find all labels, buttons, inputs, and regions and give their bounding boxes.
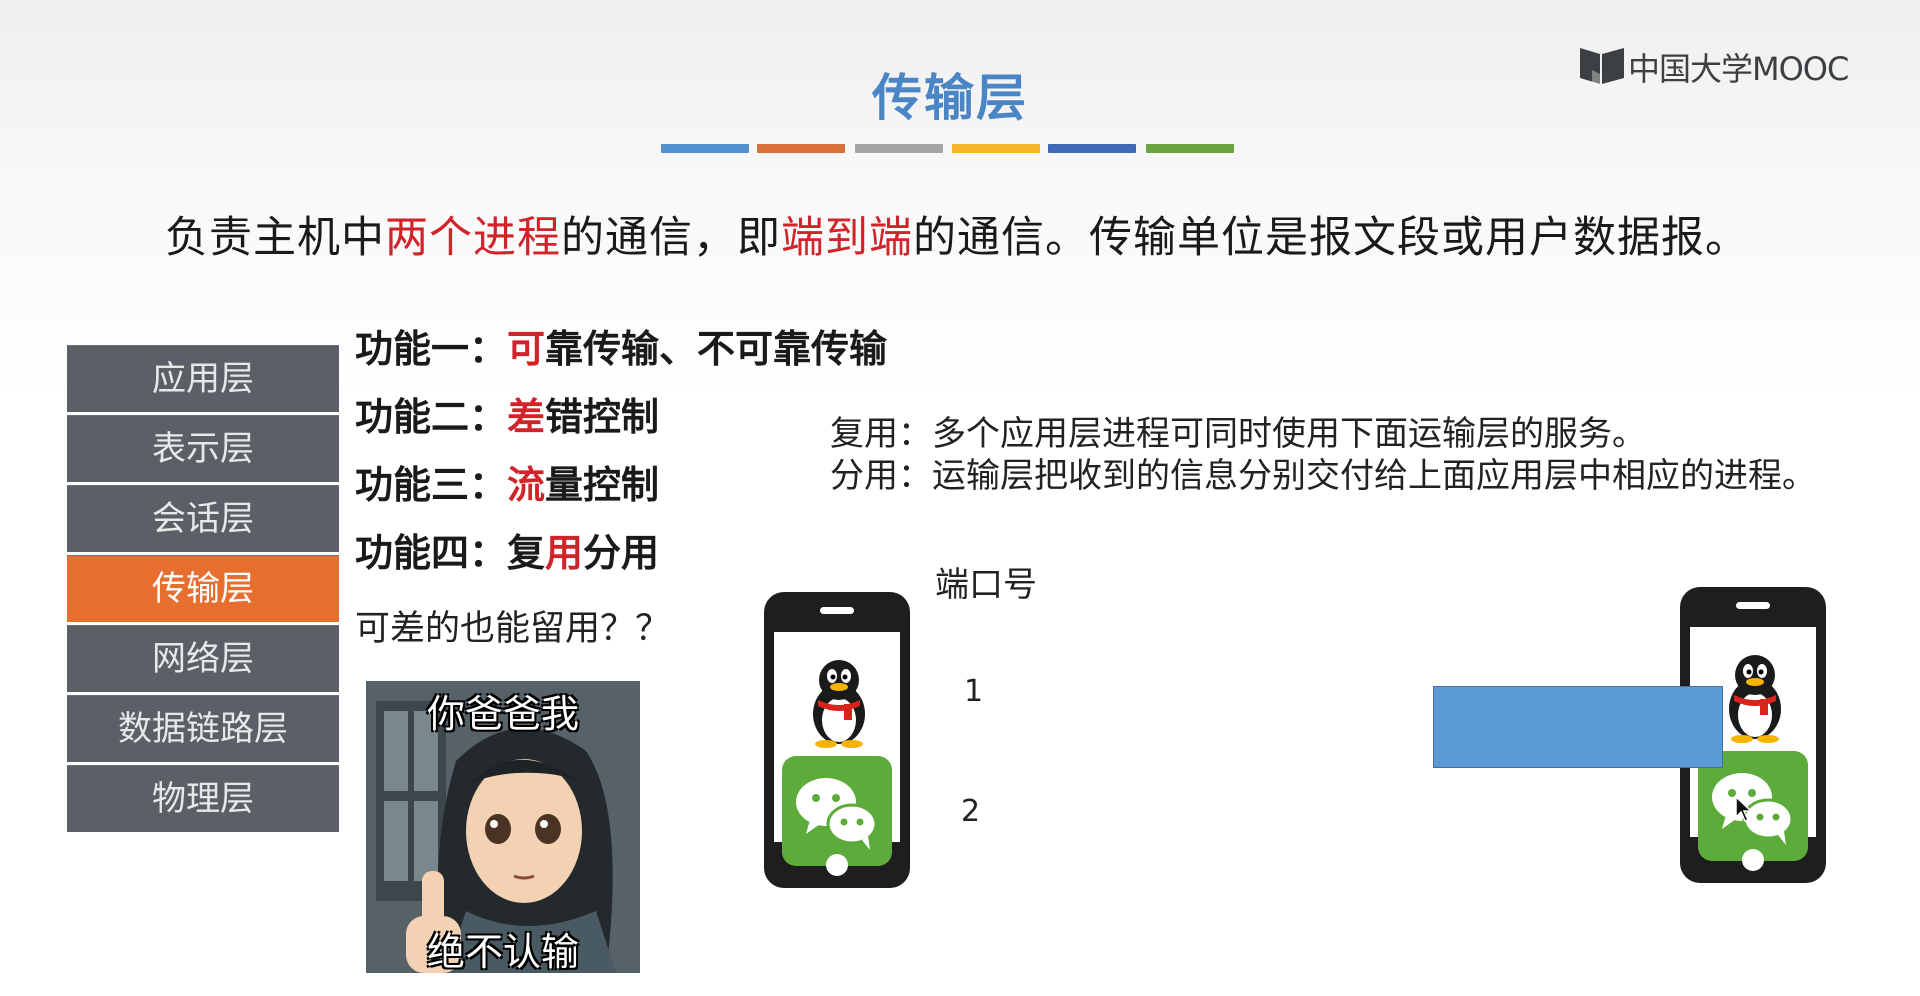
layer-application: 应用层 [67, 345, 339, 412]
function-4-prefix: 功能四： [355, 531, 508, 575]
function-1-prefix: 功能一： [355, 327, 508, 371]
meme-top-caption: 你爸爸我 [426, 692, 579, 736]
phone-speaker [1736, 602, 1770, 609]
data-segment-block [1433, 686, 1723, 768]
title-stripe-4 [952, 144, 1040, 153]
desc-highlight-processes: 两个进程 [385, 213, 561, 263]
title-stripe-1 [661, 144, 749, 153]
phone-speaker [820, 607, 854, 614]
title-stripe-2 [757, 144, 845, 153]
wechat-icon [782, 756, 892, 866]
mooc-logo-text: 中国大学MOOC [1628, 50, 1849, 88]
meme-bottom-caption: 绝不认输 [426, 930, 579, 973]
question-text: 可差的也能留用？？ [355, 609, 671, 649]
desc-part-3: 的通信。传输单位是报文段或用户数据报。 [913, 213, 1749, 263]
multiplexing-text: 复用：多个应用层进程可同时使用下面运输层的服务。 [830, 414, 1646, 454]
port-number-label: 端口号 [935, 565, 1037, 605]
meme-image: 你爸爸我 绝不认输 [366, 681, 640, 973]
function-4: 功能四：复用分用 [355, 522, 659, 577]
mooc-logo-icon [1580, 48, 1624, 88]
phone-home-button [826, 854, 848, 876]
function-2-prefix: 功能二： [355, 395, 508, 439]
layer-network: 网络层 [67, 625, 339, 692]
function-2-rest: 错控制 [545, 395, 660, 439]
meme-anime-girl-illustration [366, 681, 640, 973]
phone-screen [1690, 627, 1816, 861]
phone-home-button [1742, 849, 1764, 871]
qq-penguin-icon [813, 660, 865, 748]
function-3-highlight: 流 [507, 463, 546, 507]
port-number-2: 2 [961, 794, 981, 829]
function-3: 功能三：流量控制 [355, 454, 659, 509]
layer-physical: 物理层 [67, 765, 339, 832]
function-1: 功能一：可靠传输、不可靠传输 [355, 318, 887, 373]
sender-phone [764, 592, 910, 888]
function-1-highlight: 可 [507, 327, 546, 371]
layer-presentation: 表示层 [67, 415, 339, 482]
title-stripe-5 [1048, 144, 1136, 153]
desc-part-1: 负责主机中 [165, 213, 385, 263]
desc-highlight-end-to-end: 端到端 [781, 213, 913, 263]
desc-part-2: 的通信，即 [561, 213, 781, 263]
port-number-1: 1 [964, 674, 984, 709]
function-4-rest: 分用 [583, 531, 660, 575]
function-3-rest: 量控制 [545, 463, 660, 507]
function-4-prefix2: 复 [507, 531, 546, 575]
receiver-phone [1680, 587, 1826, 883]
phone-screen [774, 632, 900, 866]
title-stripe-6 [1146, 144, 1234, 153]
title-stripe-3 [855, 144, 943, 153]
osi-layer-stack: 应用层 表示层 会话层 传输层 网络层 数据链路层 物理层 [67, 345, 339, 835]
function-3-prefix: 功能三： [355, 463, 508, 507]
slide-title: 传输层 [872, 69, 1028, 127]
mouse-cursor-icon [1735, 796, 1753, 822]
qq-penguin-icon [1729, 655, 1781, 743]
demultiplexing-text: 分用：运输层把收到的信息分别交付给上面应用层中相应的进程。 [830, 456, 1816, 496]
function-1-rest: 靠传输、不可靠传输 [545, 327, 888, 371]
layer-transport: 传输层 [67, 555, 339, 622]
layer-session: 会话层 [67, 485, 339, 552]
wechat-icon [1698, 751, 1808, 861]
function-2: 功能二：差错控制 [355, 386, 659, 441]
function-4-highlight: 用 [545, 531, 584, 575]
transport-description: 负责主机中两个进程的通信，即端到端的通信。传输单位是报文段或用户数据报。 [165, 203, 1749, 265]
layer-data-link: 数据链路层 [67, 695, 339, 762]
function-2-highlight: 差 [507, 395, 546, 439]
